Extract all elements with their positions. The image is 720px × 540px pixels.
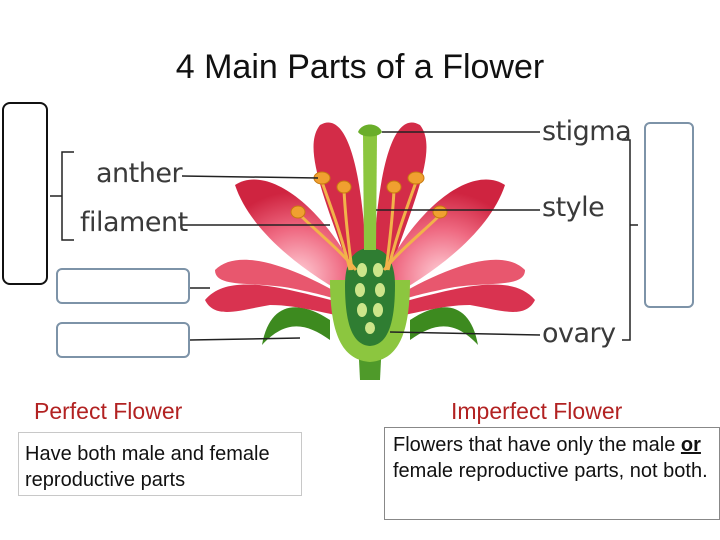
- label-style: style: [542, 192, 605, 223]
- petal-top-left: [235, 179, 360, 300]
- pistil-answer-box: [644, 122, 694, 308]
- perfect-flower-heading: Perfect Flower: [34, 398, 183, 424]
- petal-answer-box: [56, 268, 190, 304]
- imperfect-desc-part1: Flowers that have only the male: [393, 434, 681, 456]
- right-bracket: [622, 139, 638, 341]
- sepal-answer-box: [56, 322, 190, 358]
- imperfect-flower-description: Flowers that have only the male or femal…: [384, 427, 720, 520]
- imperfect-desc-emphasis: or: [680, 434, 701, 456]
- style-shape: [363, 135, 377, 250]
- imperfect-desc-part2: female reproductive parts, not both.: [393, 460, 708, 482]
- petal-lower-right: [388, 284, 535, 318]
- anthers: [290, 171, 448, 219]
- label-stigma: stigma: [542, 116, 632, 147]
- label-ovary: ovary: [542, 318, 616, 349]
- sepal-right: [410, 307, 478, 345]
- label-filament: filament: [80, 207, 188, 238]
- label-anther: anther: [96, 158, 183, 189]
- left-bracket: [50, 151, 74, 241]
- imperfect-flower-heading: Imperfect Flower: [451, 398, 623, 424]
- leader-lines: [181, 131, 541, 341]
- page-title: 4 Main Parts of a Flower: [175, 48, 545, 86]
- perfect-flower-description: Have both male and female reproductive p…: [18, 432, 302, 496]
- filaments: [298, 181, 442, 271]
- petal-lower-left: [205, 284, 352, 318]
- stamen-answer-box: [2, 102, 48, 285]
- ovules: [355, 263, 385, 334]
- sepal-left: [262, 307, 330, 345]
- stigma-shape: [358, 124, 382, 137]
